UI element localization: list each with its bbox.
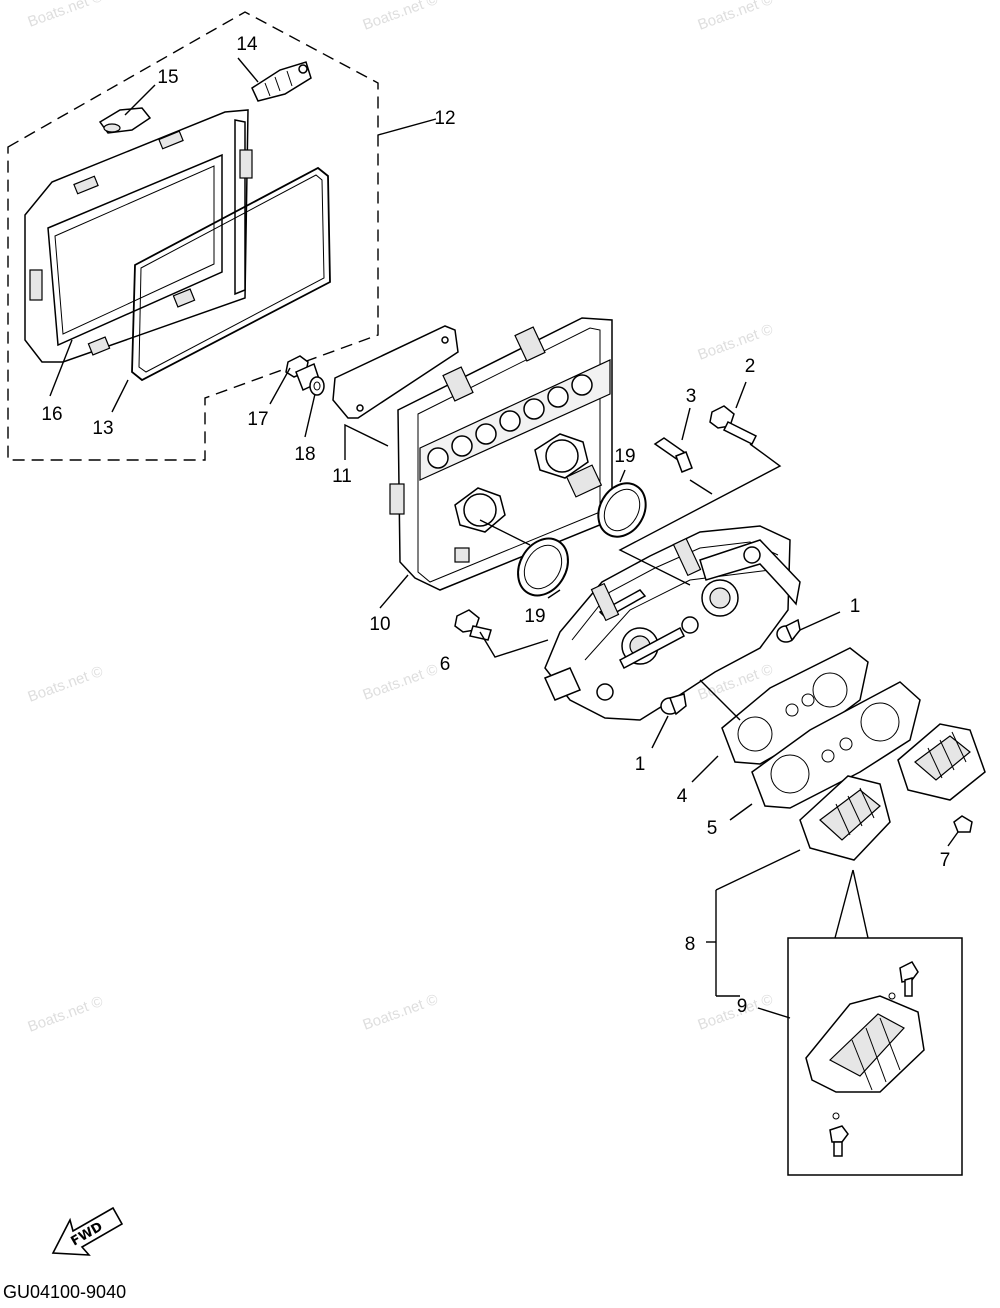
carburetor-assembly xyxy=(543,525,801,721)
leader-lines xyxy=(49,57,959,1019)
callout-9: 9 xyxy=(737,996,748,1017)
callout-15: 15 xyxy=(157,67,178,88)
part-8-reed-valve-right xyxy=(897,723,986,801)
inset-reed-valve-detail xyxy=(787,937,963,1176)
watermark: Boats.net © xyxy=(26,663,106,706)
part-11-hole xyxy=(441,336,449,344)
callout-6: 6 xyxy=(440,654,451,675)
callout-numbers: 14 15 12 16 13 17 18 11 10 2 3 19 19 1 6… xyxy=(41,34,950,1017)
part-2-bolt xyxy=(709,405,758,446)
part-19-ring-lower xyxy=(517,537,569,597)
watermark: Boats.net © xyxy=(26,993,106,1036)
part-13-gasket-inner xyxy=(138,174,325,373)
callout-1-lower: 1 xyxy=(635,754,646,775)
part-5-gasket xyxy=(751,681,921,809)
watermark: Boats.net © xyxy=(361,661,441,704)
callout-19-upper: 19 xyxy=(614,446,635,467)
watermark: Boats.net © xyxy=(361,991,441,1034)
callout-16: 16 xyxy=(41,404,62,425)
fwd-arrow: FWD xyxy=(51,1206,124,1256)
part-11-plate xyxy=(332,325,459,419)
callout-13: 13 xyxy=(92,418,113,439)
part-1-clamp-upper xyxy=(776,618,801,643)
watermark: Boats.net © xyxy=(696,0,776,34)
callout-14: 14 xyxy=(236,34,258,55)
watermark: Boats.net © xyxy=(26,0,106,31)
part-18-washer-hole xyxy=(313,381,321,391)
part-7-pin xyxy=(953,815,973,833)
callout-3: 3 xyxy=(686,386,697,407)
part-16-silencer-cover xyxy=(24,109,253,363)
callout-11: 11 xyxy=(332,466,352,487)
part-15-cap xyxy=(98,107,152,134)
callout-12: 12 xyxy=(434,108,455,129)
watermark: Boats.net © xyxy=(361,0,441,34)
callout-18: 18 xyxy=(294,444,315,465)
part-10-silencer-body xyxy=(389,317,613,591)
part-4-gasket xyxy=(721,647,869,765)
callout-10: 10 xyxy=(369,614,390,635)
watermark: Boats.net © xyxy=(696,991,776,1034)
part-11-hole xyxy=(356,404,364,412)
callout-17: 17 xyxy=(247,409,268,430)
part-14-connector xyxy=(251,61,312,102)
part-3-pin xyxy=(653,437,693,473)
part-6-bolt xyxy=(454,609,492,641)
part-13-gasket xyxy=(131,166,331,382)
callout-7: 7 xyxy=(940,850,951,871)
callout-5: 5 xyxy=(707,818,718,839)
drawing-code: GU04100-9040 xyxy=(3,1282,126,1302)
part-1-clamp-lower xyxy=(660,693,687,716)
callout-1-upper: 1 xyxy=(850,596,861,617)
part-18-washer xyxy=(309,376,325,396)
part-19-ring-upper xyxy=(597,482,647,538)
watermark: Boats.net © xyxy=(696,321,776,364)
callout-8: 8 xyxy=(685,934,696,955)
callout-2: 2 xyxy=(745,356,756,377)
callout-19-lower: 19 xyxy=(524,606,545,627)
callout-4: 4 xyxy=(677,786,688,807)
part-8-reed-valve-left xyxy=(799,775,891,861)
